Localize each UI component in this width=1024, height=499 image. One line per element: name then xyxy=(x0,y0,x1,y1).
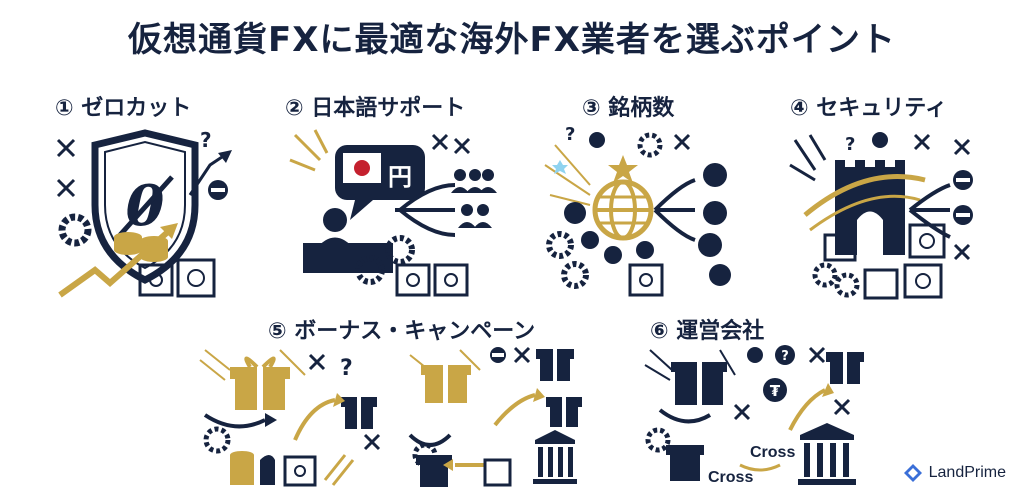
bank-company-icon: ? ₮ Cross Cross xyxy=(644,345,864,486)
svg-text:?: ? xyxy=(781,349,789,364)
point-label-company: ⑥ 運営会社 xyxy=(650,319,765,344)
svg-text:?: ? xyxy=(845,134,855,155)
zero-cut-shield-icon: 0 ? xyxy=(56,128,232,298)
point-label-japanese-support: ② 日本語サポート xyxy=(285,96,466,121)
page-title: 仮想通貨FXに最適な海外FX業者を選ぶポイント xyxy=(128,20,896,60)
globe-crypto-icon: ? xyxy=(544,125,731,297)
japanese-support-icon: 円 xyxy=(289,129,497,297)
svg-text:?: ? xyxy=(565,125,575,145)
svg-text:?: ? xyxy=(340,356,353,381)
svg-text:₮: ₮ xyxy=(770,382,781,400)
yen-text: 円 xyxy=(388,163,412,191)
point-label-zero-cut: ① ゼロカット xyxy=(55,96,192,121)
castle-security-icon: ? xyxy=(789,132,973,300)
point-label-bonus: ⑤ ボーナス・キャンペーン xyxy=(268,319,536,344)
cross-label-2: Cross xyxy=(750,444,795,461)
point-label-security: ④ セキュリティ xyxy=(790,96,947,121)
svg-text:?: ? xyxy=(200,128,212,152)
brand-name: LandPrime xyxy=(928,464,1006,481)
point-label-symbols: ③ 銘柄数 xyxy=(582,96,675,121)
brand-logo: LandPrime xyxy=(903,463,1006,483)
cross-label-1: Cross xyxy=(708,469,753,486)
gift-bonus-icon: ? xyxy=(199,346,582,487)
landprime-logo-icon xyxy=(903,464,922,482)
